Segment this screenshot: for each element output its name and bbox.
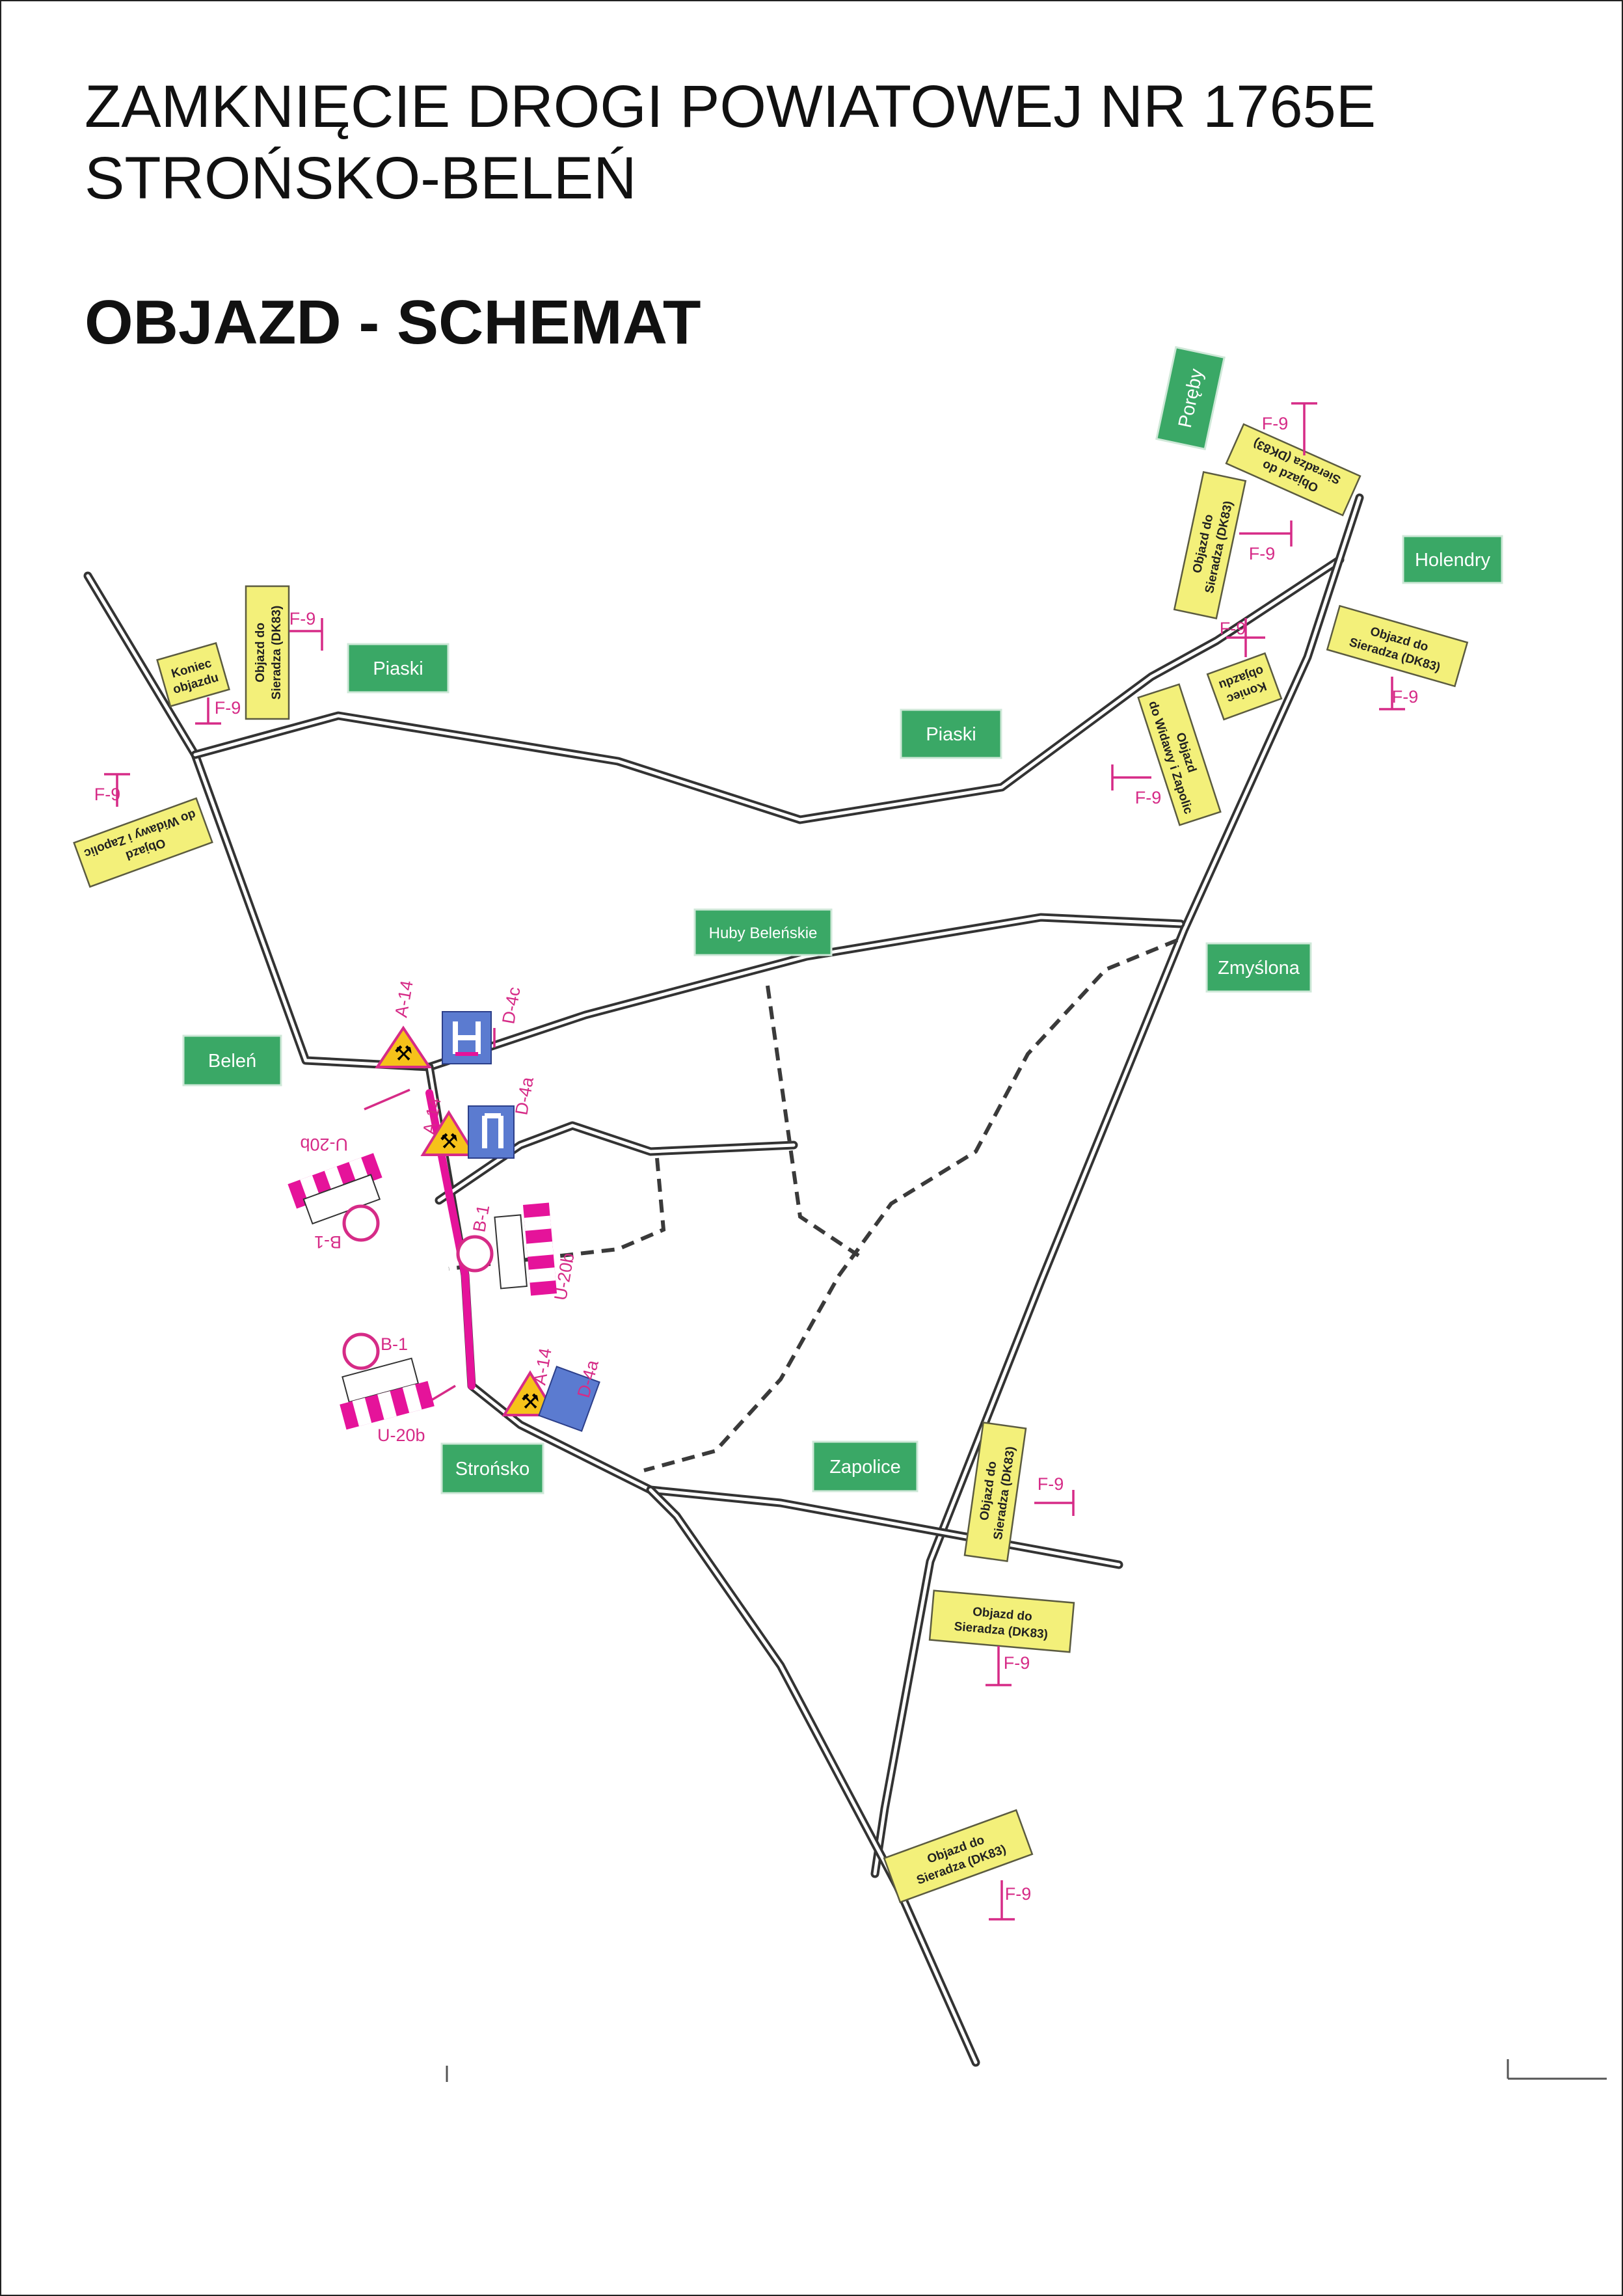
svg-text:Objazd do: Objazd do [254,623,267,682]
svg-text:F-9: F-9 [1392,687,1419,707]
place-label-belen: Beleń [182,1034,282,1087]
map-subtitle: OBJAZD - SCHEMAT [85,288,701,357]
detour-end-sign-west: Koniec objazdu [156,642,230,708]
road-south [646,1485,980,2067]
f9-code-1: F-9 [1262,402,1317,455]
detour-sign-sieradz-6: Objazd do Sieradza (DK83) [928,1589,1075,1653]
barrier-u20b-icon [288,1153,382,1225]
road-piaski [191,555,1345,824]
sign-code-b1: B-1 [381,1334,408,1354]
f9-code-4: F-9 [195,697,241,725]
closure-group-west: U-20b B-1 [288,1135,382,1252]
road-side-east [435,1121,798,1205]
sign-code-u20b: U-20b [300,1135,348,1154]
map-title-line-1: ZAMKNIĘCIE DROGI POWIATOWEJ NR 1765E [85,74,1376,140]
no-entry-b1-icon [342,1204,380,1242]
detour-end-sign-east: Koniec objazdu [1206,652,1283,721]
f9-code-10: F-9 [986,1646,1030,1686]
svg-text:F-9: F-9 [1262,414,1289,433]
f9-code-3: F-9 [289,609,323,651]
svg-text:Sieradza (DK83): Sieradza (DK83) [270,606,284,700]
svg-text:F-9: F-9 [289,609,316,628]
map-title-line-2: STROŃSKO-BELEŃ [85,145,637,211]
svg-text:Zmyślona: Zmyślona [1218,958,1300,979]
road-stronsko-zapolice [646,1485,1123,1569]
closure-group-south: B-1 U-20b [340,1332,435,1445]
sign-code-a14: A-14 [391,979,416,1019]
place-label-piaski-west: Piaski [347,643,449,694]
svg-text:Holendry: Holendry [1415,550,1491,571]
roadworks-warning-icon [375,1025,432,1068]
svg-text:Piaski: Piaski [926,724,976,745]
place-label-zapolice: Zapolice [812,1440,919,1492]
road-main-diagonal [870,493,1364,1878]
svg-text:F-9: F-9 [1249,544,1276,563]
dead-end-sign-icon [538,1366,600,1432]
svg-text:Zapolice: Zapolice [829,1457,901,1478]
svg-text:F-9: F-9 [1038,1474,1064,1494]
detour-sign-widawa-west: Objazd do Widawy i Zapolic [73,797,213,888]
closure-group-center: B-1 U-20b [456,1202,578,1302]
f9-code-2: F-9 [1239,520,1293,563]
svg-text:F-9: F-9 [1004,1653,1030,1673]
f9-code-7: F-9 [1111,764,1162,807]
detour-sign-sieradz-1: Objazd do Sieradza (DK83) [1225,423,1361,517]
detour-sign-sieradz-2: Objazd do Sieradza (DK83) [1173,471,1247,619]
f9-code-6: F-9 [1379,677,1419,710]
f9-code-5: F-9 [1220,618,1265,657]
f9-code-8: F-9 [94,773,130,807]
place-label-zmyslona: Zmyślona [1205,942,1312,993]
sign-code-u20b: U-20b [550,1251,578,1302]
sign-code-d4a: D-4a [511,1075,537,1116]
place-label-huby-belenskie: Huby Beleńskie [693,908,833,956]
dashed-tracks [448,938,1179,1472]
svg-text:⚒: ⚒ [521,1390,540,1413]
sign-code-d4c: D-4c [498,986,524,1025]
sign-group-d4c: ⚒ A-14 D-4c [375,979,524,1068]
svg-text:F-9: F-9 [1005,1884,1032,1904]
no-entry-b1-icon [342,1332,380,1370]
svg-text:⚒: ⚒ [440,1129,459,1153]
svg-text:⚒: ⚒ [394,1042,413,1065]
road-huby [425,913,1185,1072]
place-label-stronsko: Strońsko [440,1442,544,1494]
place-label-holendry: Holendry [1402,535,1503,584]
sign-code-b1: B-1 [314,1232,342,1252]
svg-text:Huby Beleńskie: Huby Beleńskie [709,925,818,942]
barrier-u20b-icon [494,1202,557,1296]
barrier-u20b-icon [340,1357,435,1430]
svg-text:Piaski: Piaski [373,658,423,679]
svg-text:Strońsko: Strońsko [455,1459,530,1479]
place-label-poreby: Poręby [1155,345,1226,451]
no-entry-b1-icon [456,1235,494,1273]
svg-text:F-9: F-9 [94,785,121,804]
f9-code-11: F-9 [989,1880,1032,1921]
svg-text:F-9: F-9 [215,698,241,718]
detour-sign-sieradz-4: Objazd do Sieradza (DK83) [1326,604,1469,688]
place-label-piaski-east: Piaski [900,709,1002,759]
road-belen-north [83,571,434,1072]
svg-text:Beleń: Beleń [208,1051,256,1072]
sign-code-u20b: U-20b [377,1425,425,1445]
f9-code-group: F-9 F-9 F-9 F-9 F-9 F-9 F-9 F-9 [94,402,1419,1921]
detour-sign-sieradz-5: Objazd do Sieradza (DK83) [963,1421,1027,1563]
svg-text:F-9: F-9 [1135,788,1162,807]
f9-code-9: F-9 [1034,1474,1075,1516]
scan-mark [446,2059,1607,2082]
road-network [83,493,1364,2067]
roadworks-warning-icon [420,1110,477,1156]
detour-sign-sieradz-7: Objazd do Sieradza (DK83) [883,1809,1034,1904]
detour-sign-sieradz-3: Objazd do Sieradza (DK83) [245,585,290,720]
sign-code-b1: B-1 [469,1203,493,1234]
svg-text:F-9: F-9 [1220,619,1246,638]
sign-code-d4a: D-4a [574,1357,602,1399]
